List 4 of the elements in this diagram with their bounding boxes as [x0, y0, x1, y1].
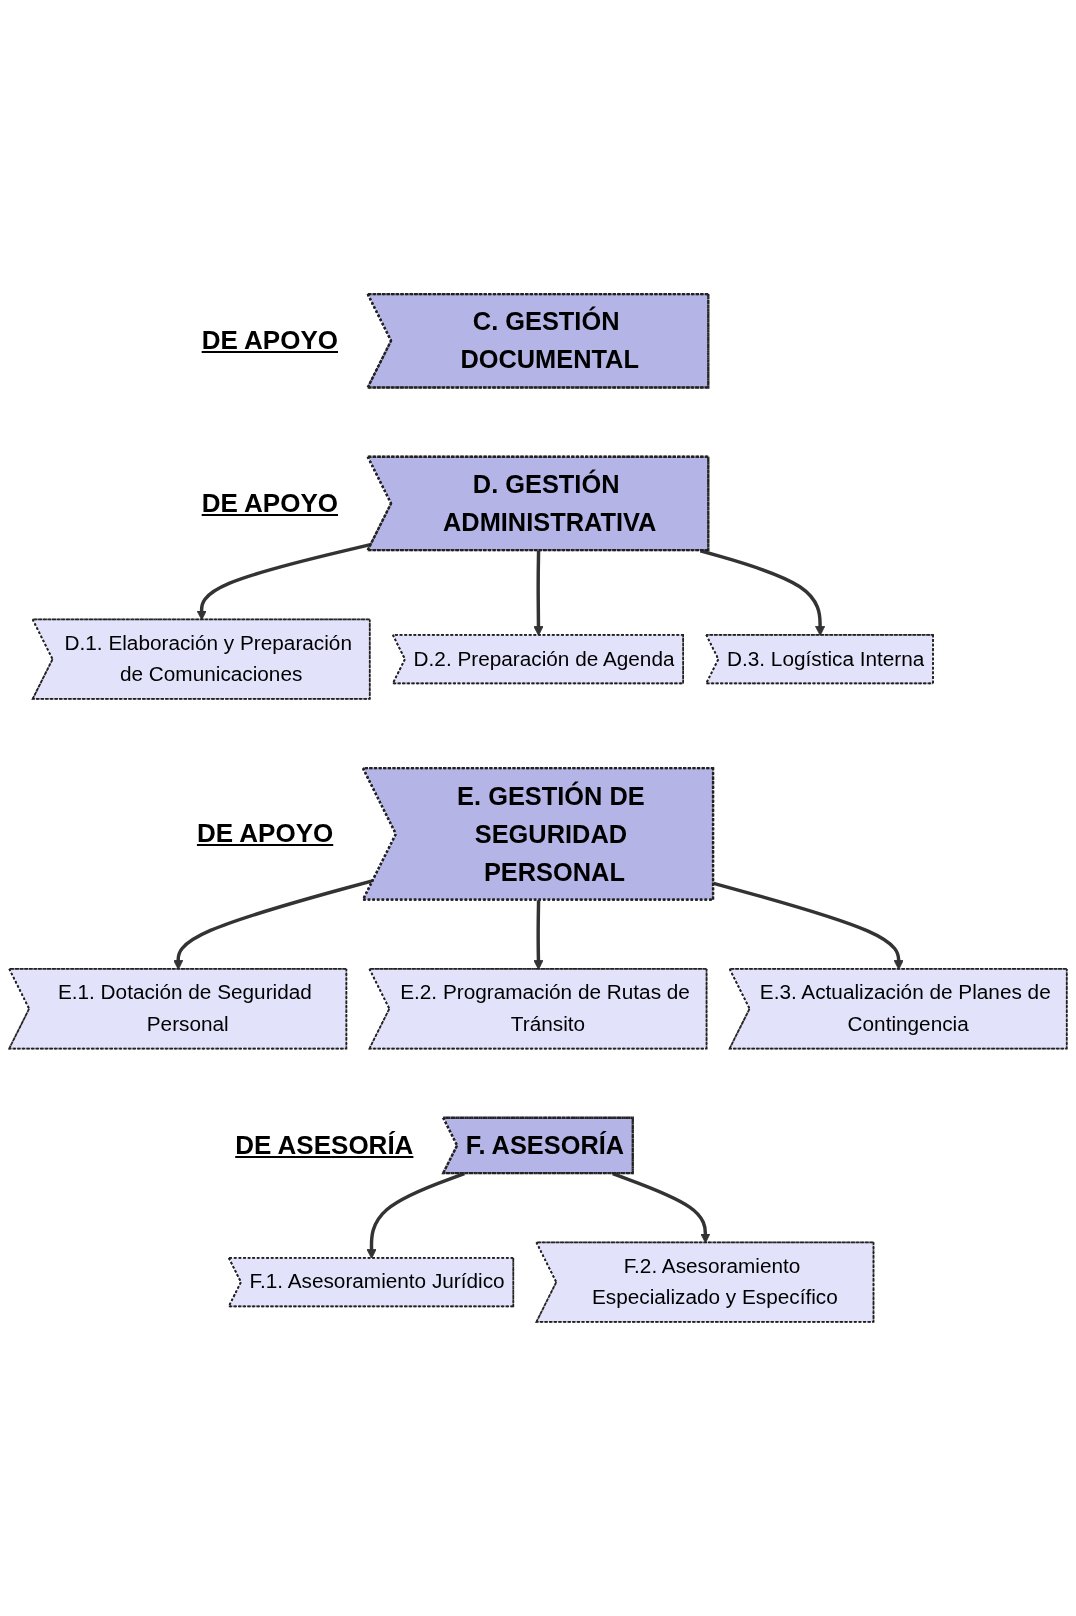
category-label: DE ASESORÍA: [235, 1129, 414, 1161]
category-label: DE APOYO: [201, 487, 338, 519]
category-label: DE APOYO: [196, 818, 334, 850]
category-label: DE APOYO: [201, 325, 338, 357]
